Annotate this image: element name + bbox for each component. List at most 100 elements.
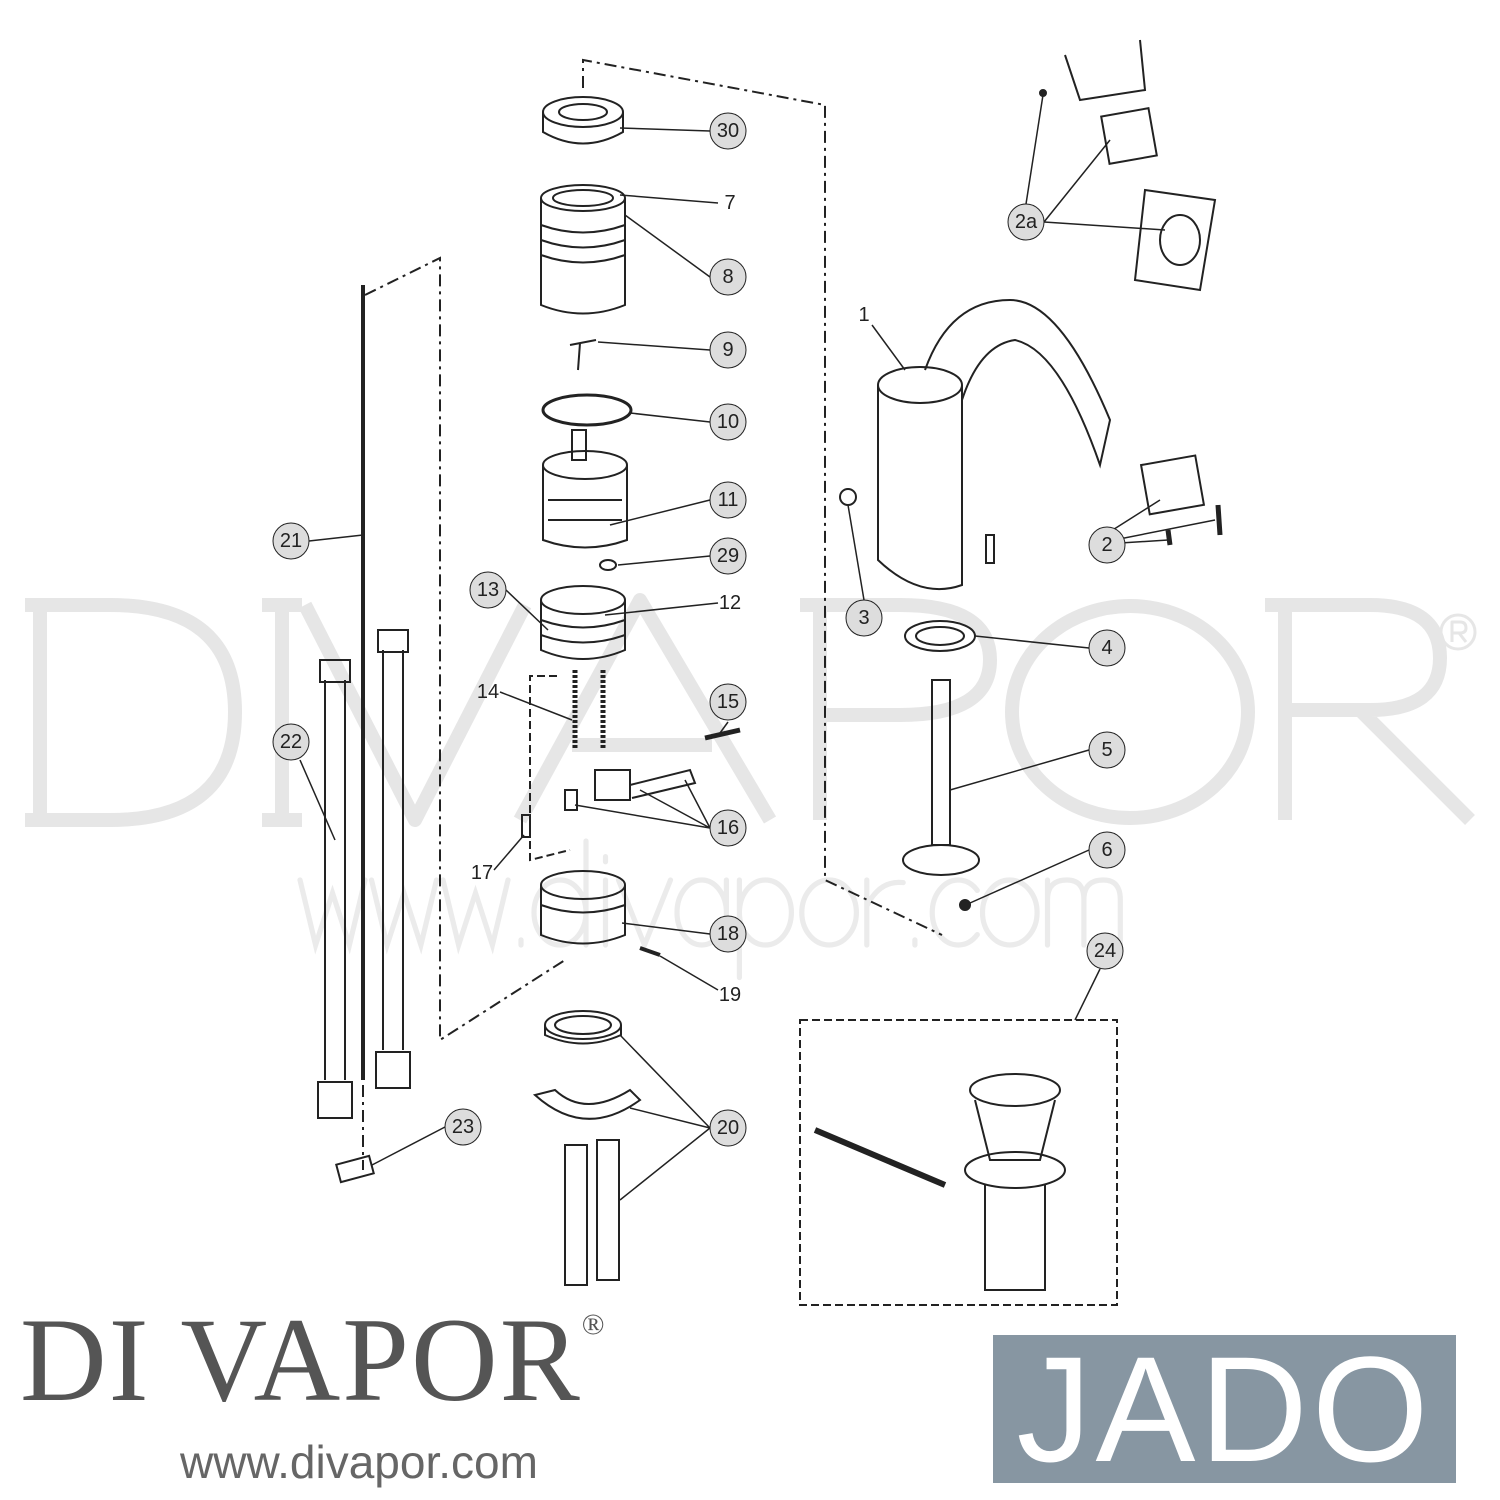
- callout-4: 4: [1088, 629, 1126, 667]
- callout-23: 23: [444, 1108, 482, 1146]
- callout-1: 1: [858, 304, 869, 326]
- part-16-lever: [564, 768, 697, 811]
- callout-19: 19: [719, 984, 741, 1006]
- svg-text:7: 7: [724, 192, 735, 214]
- part-8-sleeve: [540, 184, 626, 315]
- watermark-url-glyph: [979, 877, 1040, 948]
- part-29-seal: [599, 559, 617, 571]
- part-30-cap-ring: [542, 96, 624, 145]
- watermark-url-glyph: [864, 877, 906, 948]
- part-15-pin: [704, 727, 741, 741]
- callout-10: 10: [709, 403, 747, 441]
- part-14-springs: [572, 670, 606, 750]
- part-6-nut: [959, 899, 971, 911]
- callout-22: 22: [272, 723, 310, 761]
- part-11-cartridge: [542, 429, 628, 549]
- part-24-waste: [813, 1073, 1066, 1291]
- callout-11: 11: [709, 481, 747, 519]
- part-10-o-ring: [541, 393, 633, 427]
- svg-text:2: 2: [1101, 534, 1112, 556]
- watermark-url-glyph: [736, 877, 795, 981]
- svg-text:2a: 2a: [1015, 211, 1038, 233]
- brand-registered-mark: ®: [581, 1308, 607, 1341]
- callout-7: 7: [724, 192, 735, 214]
- svg-text:9: 9: [722, 339, 733, 361]
- svg-text:19: 19: [719, 984, 741, 1006]
- brand-url: www.divapor.com: [180, 1436, 538, 1488]
- watermark-url-glyph: [440, 877, 511, 955]
- watermark-letter-v: [298, 601, 532, 827]
- svg-text:5: 5: [1101, 739, 1112, 761]
- callout-30: 30: [709, 112, 747, 150]
- waste-box: [799, 1019, 1118, 1306]
- svg-text:24: 24: [1094, 940, 1116, 962]
- watermark-logo: [25, 593, 1477, 827]
- callout-17: 17: [471, 862, 493, 884]
- callout-29: 29: [709, 537, 747, 575]
- svg-text:23: 23: [452, 1116, 474, 1138]
- assembly-dashline-main: [582, 58, 943, 936]
- svg-text:13: 13: [477, 579, 499, 601]
- part-1-spout-body: [877, 298, 1112, 591]
- part-4-washer: [904, 620, 976, 652]
- jado-logo: JADO: [993, 1334, 1456, 1484]
- watermark-registered-mark: [1439, 613, 1477, 651]
- watermark-letter-r: [1265, 598, 1475, 825]
- callout-18: 18: [709, 915, 747, 953]
- callout-8: 8: [709, 258, 747, 296]
- svg-text:18: 18: [717, 923, 739, 945]
- callout-24: 24: [1086, 932, 1124, 970]
- part-19-screw: [639, 946, 661, 957]
- watermark-url-glyph: [929, 877, 980, 948]
- callout-15: 15: [709, 683, 747, 721]
- callout-9: 9: [709, 331, 747, 369]
- svg-text:10: 10: [717, 411, 739, 433]
- part-2a-aerator-plate: [1039, 39, 1217, 292]
- part-2-aerator-screws: [1139, 454, 1223, 546]
- watermark-url-glyph: [297, 877, 368, 955]
- svg-text:20: 20: [717, 1117, 739, 1139]
- callout-21: 21: [272, 522, 310, 560]
- part-18-collar: [540, 870, 626, 945]
- svg-text:11: 11: [718, 489, 739, 511]
- svg-text:22: 22: [280, 731, 302, 753]
- callout-5: 5: [1088, 731, 1126, 769]
- svg-text:1: 1: [858, 304, 869, 326]
- svg-text:21: 21: [280, 530, 302, 552]
- leader-lines: [299, 94, 1216, 1201]
- svg-text:8: 8: [722, 266, 733, 288]
- svg-text:3: 3: [858, 607, 869, 629]
- part-22-hoses: [317, 629, 411, 1119]
- brand-name: DI VAPOR: [20, 1293, 582, 1426]
- watermark-letter-a: [513, 593, 777, 824]
- assembly-dashline-inner: [529, 675, 571, 862]
- part-20-fixing-set: [532, 1010, 642, 1286]
- callout-3: 3: [845, 599, 883, 637]
- svg-text:30: 30: [717, 120, 739, 142]
- callouts: 30 7 8 9 10 11 29 13 12 14 15 16 17 18 1…: [272, 112, 1126, 1147]
- callout-12: 12: [719, 592, 741, 614]
- part-5-pop-up-rod: [902, 679, 980, 876]
- part-12-base: [540, 585, 626, 660]
- svg-text:14: 14: [477, 681, 499, 703]
- callout-2: 2: [1088, 526, 1126, 564]
- callout-14: 14: [477, 681, 499, 703]
- svg-text:16: 16: [717, 817, 739, 839]
- watermark-letter-d: [25, 598, 242, 827]
- callout-20: 20: [709, 1109, 747, 1147]
- callout-16: 16: [709, 809, 747, 847]
- watermark-url-glyph: [1044, 877, 1123, 948]
- watermark-letter-p: [800, 598, 997, 820]
- callout-2a: 2a: [1007, 203, 1045, 241]
- part-23-connector: [335, 1154, 375, 1184]
- part-3-screw: [839, 488, 857, 506]
- part-9-screw: [569, 339, 597, 371]
- watermark-url-glyph: [799, 877, 859, 948]
- part-17-pin: [521, 814, 531, 838]
- svg-text:12: 12: [719, 592, 741, 614]
- callout-6: 6: [1088, 831, 1126, 869]
- divapor-logo: DI VAPOR®: [20, 1300, 607, 1420]
- watermark-letter-i: [262, 598, 302, 827]
- watermark-url-glyph: [615, 877, 674, 953]
